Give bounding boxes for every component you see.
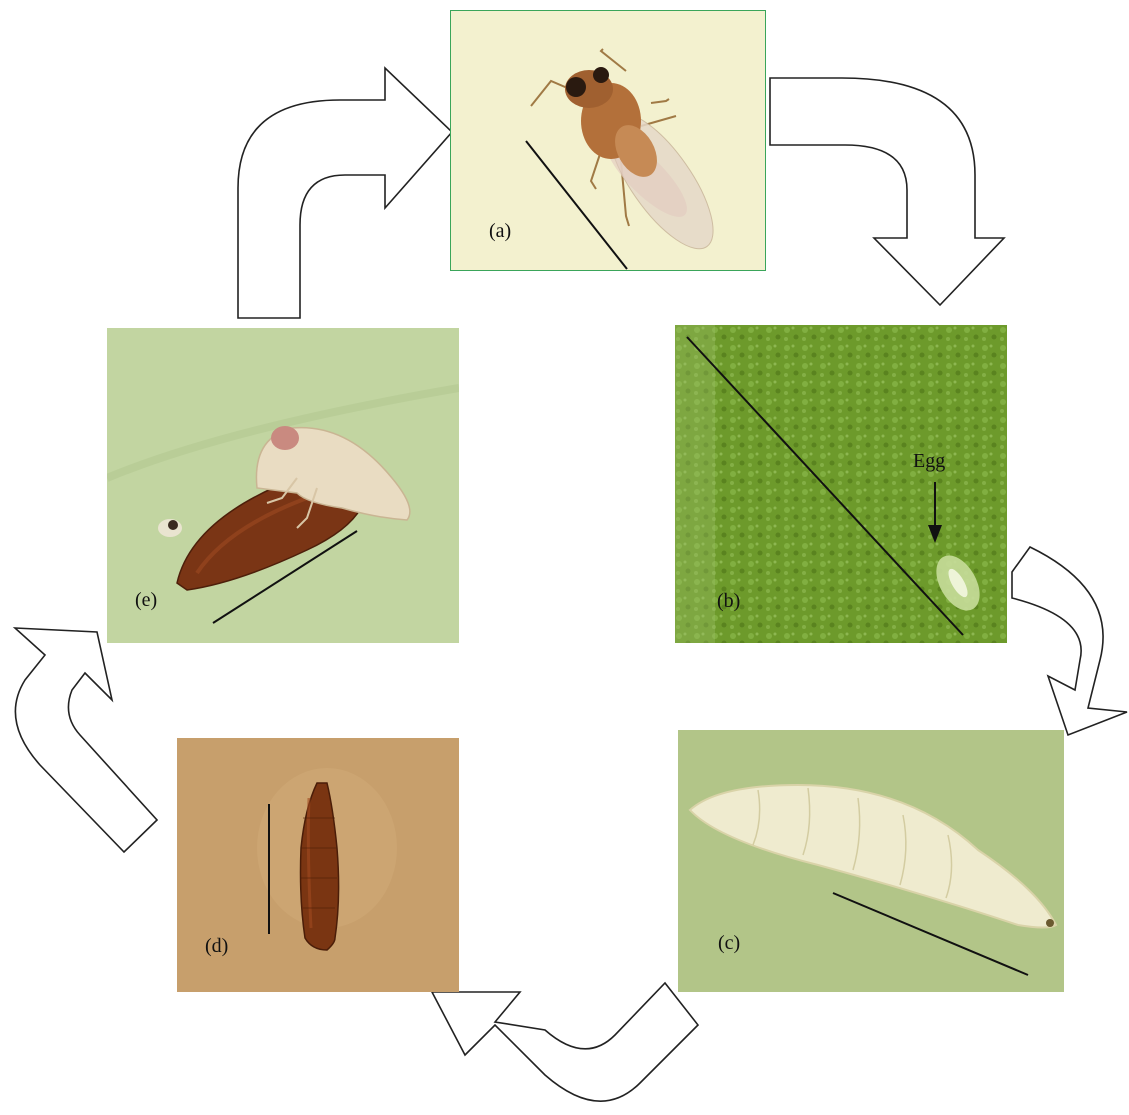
stage-d-panel: (d): [177, 738, 459, 992]
stage-e-panel: (e): [107, 328, 459, 643]
egg-callout-label: Egg: [913, 451, 945, 471]
stage-a-panel: (a): [450, 10, 766, 271]
stage-b-panel: Egg (b): [675, 325, 1007, 643]
stage-c-label: (c): [718, 933, 740, 953]
emerging-adult-image: [107, 328, 459, 643]
arrow-b-to-c: [1012, 547, 1127, 735]
arrow-d-to-e: [15, 628, 157, 852]
stage-c-panel: (c): [678, 730, 1064, 992]
stage-b-label: (b): [717, 591, 740, 611]
stage-a-label: (a): [489, 221, 511, 241]
arrow-e-to-a: [238, 68, 452, 318]
stage-d-label: (d): [205, 936, 228, 956]
arrow-c-to-d: [432, 983, 698, 1101]
arrow-a-to-b: [770, 78, 1004, 305]
stage-e-label: (e): [135, 590, 157, 610]
